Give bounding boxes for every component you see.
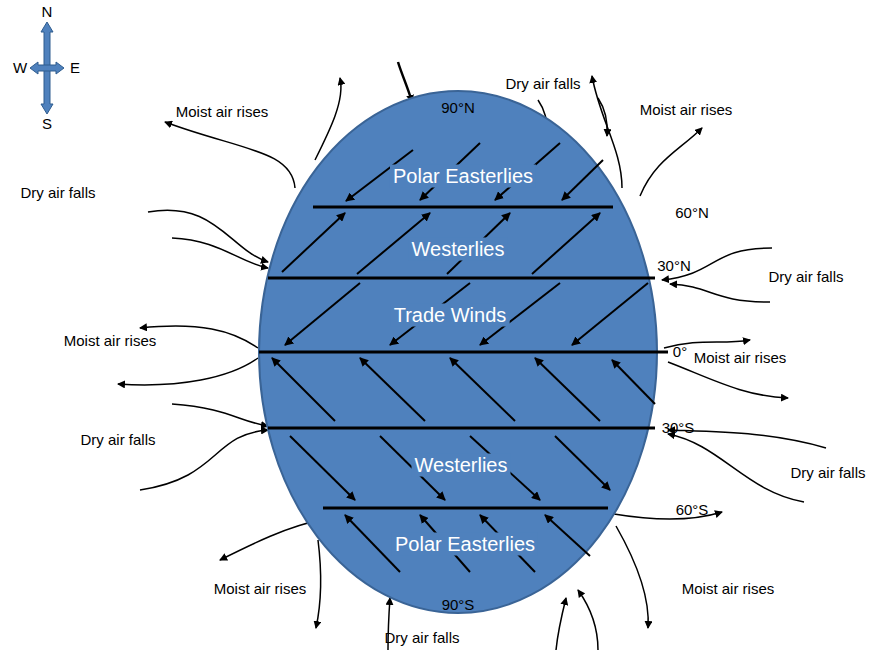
wind-belt-name: Trade Winds — [391, 304, 510, 327]
wind-belt-name: Polar Easterlies — [392, 533, 538, 556]
wind-belt-name: Polar Easterlies — [390, 165, 536, 188]
compass-letter: S — [42, 116, 52, 133]
air-flow-label: Dry air falls — [384, 630, 459, 647]
air-flow-label: Dry air falls — [790, 465, 865, 482]
wind-belt-name: Westerlies — [412, 454, 511, 477]
air-flow-arrows — [118, 62, 826, 650]
air-flow-label: Moist air rises — [176, 104, 269, 121]
air-flow-label: Moist air rises — [694, 350, 787, 367]
air-flow-label: Dry air falls — [20, 185, 95, 202]
compass-letter: N — [42, 4, 53, 21]
compass-letter: W — [13, 60, 27, 77]
latitude-label: 90°S — [442, 597, 475, 614]
latitude-label: 90°N — [441, 100, 475, 117]
latitude-label: 60°N — [675, 205, 709, 222]
air-flow-label: Dry air falls — [80, 432, 155, 449]
compass-letter: E — [70, 60, 80, 77]
air-flow-label: Moist air rises — [214, 581, 307, 598]
air-flow-label: Dry air falls — [768, 269, 843, 286]
latitude-label: 0° — [673, 344, 687, 361]
air-flow-label: Moist air rises — [682, 581, 775, 598]
latitude-label: 60°S — [676, 502, 709, 519]
air-flow-label: Dry air falls — [505, 76, 580, 93]
earth-globe: Polar EasterliesWesterliesTrade WindsWes… — [258, 90, 658, 614]
latitude-label: 30°S — [662, 420, 695, 437]
air-flow-label: Moist air rises — [64, 333, 157, 350]
compass-rose — [30, 22, 64, 114]
air-flow-label: Moist air rises — [640, 102, 733, 119]
wind-belt-name: Westerlies — [409, 238, 508, 261]
latitude-label: 30°N — [657, 258, 691, 275]
